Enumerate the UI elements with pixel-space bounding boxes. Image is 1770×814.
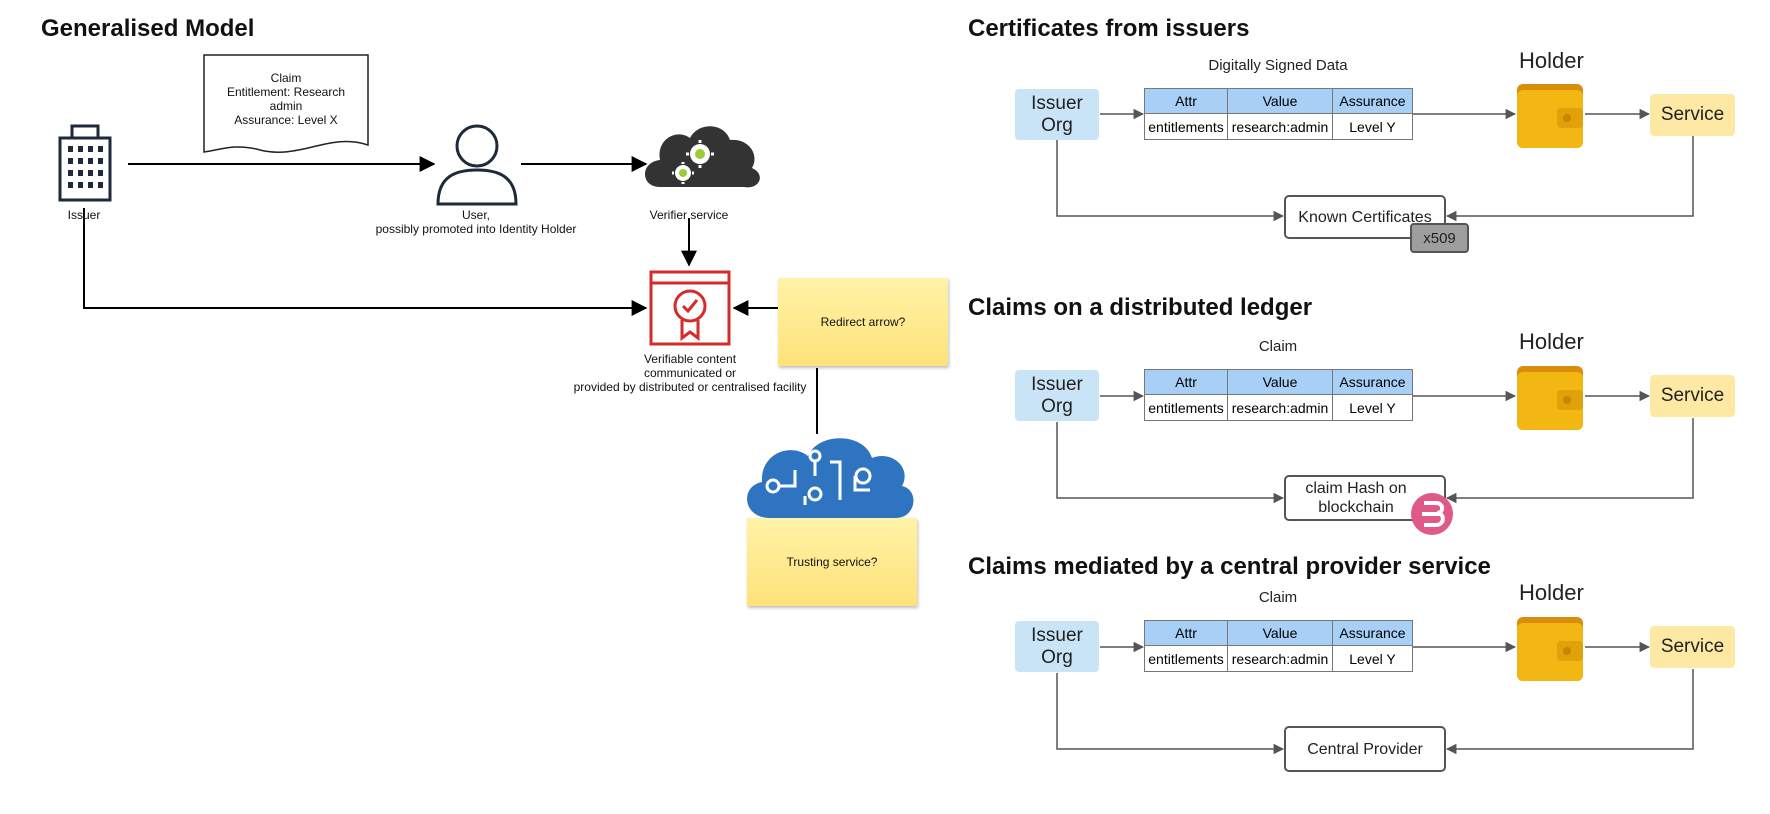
ai-cloud-brain-icon (747, 438, 914, 518)
table-header-value: Value (1227, 88, 1333, 114)
office-building-icon (58, 124, 112, 202)
verifiable-label-line: communicated or (643, 366, 737, 380)
claim-table: Attr Value Assurance entitlements resear… (1144, 620, 1413, 672)
section-3-connectors (1056, 641, 1694, 755)
table-header-value: Value (1227, 369, 1333, 395)
table-cell: Level Y (1332, 113, 1413, 140)
bytecoin-icon (1411, 493, 1453, 535)
wallet-icon (1517, 84, 1583, 148)
table-cell: entitlements (1144, 113, 1228, 140)
x509-tag: x509 (1410, 223, 1469, 253)
table-caption: Claim (1258, 589, 1298, 606)
issuer-org-line: Org (1041, 114, 1073, 136)
claim-table: Attr Value Assurance entitlements resear… (1144, 369, 1413, 421)
issuer-org-line: Issuer (1031, 92, 1083, 114)
claim-doc-line: admin (269, 99, 303, 113)
certificate-icon (649, 270, 731, 346)
verifiable-label-line: provided by distributed or centralised f… (573, 380, 807, 394)
section-title: Claims on a distributed ledger (968, 294, 1313, 321)
claim-doc-line: Claim (270, 71, 302, 85)
issuer-org-line: Org (1041, 395, 1073, 417)
user-label-line: possibly promoted into Identity Holder (375, 222, 577, 236)
user-label: User, possibly promoted into Identity Ho… (360, 208, 592, 236)
claim-document-shape (203, 54, 369, 153)
redirect-arrow-note: Redirect arrow? (778, 278, 948, 366)
wallet-icon (1517, 366, 1583, 430)
claim-doc-line: Entitlement: Research (226, 85, 346, 99)
claim-document: Claim Entitlement: Research admin Assura… (204, 71, 368, 127)
claim-doc-line: Assurance: Level X (234, 113, 338, 127)
user-icon (436, 124, 518, 206)
issuer-org-line: Org (1041, 646, 1073, 668)
holder-label: Holder (1519, 580, 1584, 605)
table-header-attr: Attr (1144, 369, 1228, 395)
verifiable-content-label: Verifiable content communicated or provi… (560, 352, 820, 394)
holder-label: Holder (1519, 48, 1584, 73)
table-header-attr: Attr (1144, 620, 1228, 646)
table-cell: research:admin (1227, 113, 1333, 140)
table-cell: entitlements (1144, 394, 1228, 421)
table-caption: Claim (1258, 338, 1298, 355)
generalised-model-title: Generalised Model (41, 15, 255, 42)
table-caption: Digitally Signed Data (1208, 57, 1348, 74)
store-line: claim Hash on (1305, 480, 1407, 497)
section-1-connectors (1056, 108, 1694, 222)
section-title: Certificates from issuers (968, 15, 1250, 42)
issuer-org-line: Issuer (1031, 624, 1083, 646)
trusting-service-note: Trusting service? (747, 518, 917, 606)
table-cell: Level Y (1332, 394, 1413, 421)
issuer-org-line: Issuer (1031, 373, 1083, 395)
service-box: Service (1650, 375, 1735, 417)
service-box: Service (1650, 626, 1735, 668)
cloud-gears-icon (645, 126, 760, 188)
table-cell: research:admin (1227, 394, 1333, 421)
central-provider-box: Central Provider (1284, 726, 1446, 772)
user-label-line: User, (461, 208, 490, 222)
generalised-model-connectors (83, 156, 818, 434)
wallet-icon (1517, 617, 1583, 681)
table-cell: entitlements (1144, 645, 1228, 672)
table-header-assurance: Assurance (1332, 620, 1413, 646)
table-cell: research:admin (1227, 645, 1333, 672)
section-title: Claims mediated by a central provider se… (968, 553, 1491, 580)
table-cell: Level Y (1332, 645, 1413, 672)
table-header-assurance: Assurance (1332, 369, 1413, 395)
store-line: blockchain (1318, 499, 1394, 516)
table-header-attr: Attr (1144, 88, 1228, 114)
service-box: Service (1650, 94, 1735, 136)
issuer-label: Issuer (67, 208, 101, 222)
holder-label: Holder (1519, 329, 1584, 354)
claim-table: Attr Value Assurance entitlements resear… (1144, 88, 1413, 140)
section-2-connectors (1056, 390, 1694, 504)
table-header-value: Value (1227, 620, 1333, 646)
table-header-assurance: Assurance (1332, 88, 1413, 114)
verifiable-label-line: Verifiable content (643, 352, 737, 366)
verifier-label: Verifier service (649, 208, 729, 222)
